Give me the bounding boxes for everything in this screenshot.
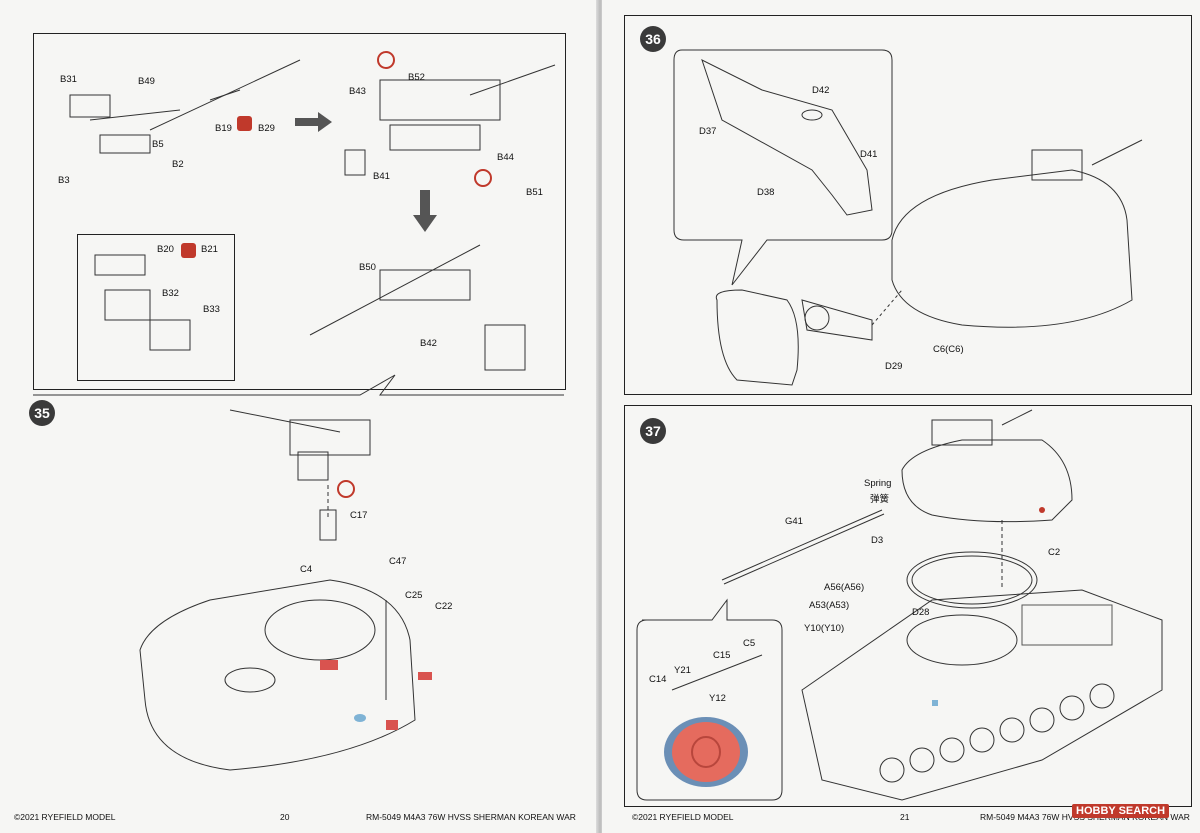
- part-label-y12: Y12: [709, 693, 726, 704]
- part-label-b29: B29: [258, 123, 275, 134]
- part-label-b41: B41: [373, 171, 390, 182]
- part-label-b21: B21: [201, 244, 218, 255]
- step-number-37: 37: [640, 418, 666, 444]
- step-37-frame: [624, 405, 1192, 807]
- part-label-c47: C47: [389, 556, 407, 567]
- part-label-b44: B44: [497, 152, 514, 163]
- part-label-b2: B2: [172, 159, 184, 170]
- part-label-spring-cn: 弹簧: [870, 494, 890, 505]
- part-label-b3: B3: [58, 175, 70, 186]
- right-page: 36 37 D42 D37 D38 D41 C6(C6) D29 Spring …: [602, 0, 1200, 833]
- part-label-d38: D38: [757, 187, 775, 198]
- part-label-b49: B49: [138, 76, 155, 87]
- detail-inset-frame: [77, 234, 235, 381]
- part-label-c4: C4: [300, 564, 313, 575]
- part-label-b52: B52: [408, 72, 425, 83]
- part-label-a53: A53(A53): [809, 600, 850, 611]
- part-label-d3: D3: [871, 535, 884, 546]
- part-label-b19: B19: [215, 123, 232, 134]
- part-label-c17: C17: [350, 510, 368, 521]
- part-label-b42: B42: [420, 338, 437, 349]
- footer-page-number: 21: [900, 812, 910, 822]
- footer-copyright: ©2021 RYEFIELD MODEL: [632, 812, 734, 822]
- part-label-b20: B20: [157, 244, 174, 255]
- footer-copyright: ©2021 RYEFIELD MODEL: [14, 812, 116, 822]
- part-label-c5: C5: [743, 638, 756, 649]
- step-number-35: 35: [29, 400, 55, 426]
- step-36-frame: [624, 15, 1192, 395]
- part-label-b51: B51: [526, 187, 543, 198]
- part-label-d29: D29: [885, 361, 903, 372]
- right-page-drawings: [636, 49, 1163, 801]
- subassembly-frame: [33, 33, 566, 390]
- part-label-c6: C6(C6): [933, 344, 964, 355]
- footer-product: RM-5049 M4A3 76W HVSS SHERMAN KOREAN WAR: [366, 812, 576, 822]
- page-gutter: [596, 0, 604, 833]
- part-label-b32: B32: [162, 288, 179, 299]
- part-label-b31: B31: [60, 74, 77, 85]
- part-label-c25: C25: [405, 590, 423, 601]
- part-label-d42: D42: [812, 85, 830, 96]
- left-page-drawings: [33, 51, 564, 771]
- part-label-y21: Y21: [674, 665, 691, 676]
- part-label-c2: C2: [1048, 547, 1061, 558]
- footer-page-number: 20: [280, 812, 290, 822]
- part-label-d41: D41: [860, 149, 878, 160]
- part-label-b33: B33: [203, 304, 220, 315]
- part-label-spring: Spring: [864, 478, 892, 489]
- hobby-search-watermark: HOBBY SEARCH: [1072, 804, 1170, 818]
- part-label-y10: Y10(Y10): [804, 623, 845, 634]
- part-label-b43: B43: [349, 86, 366, 97]
- step-number-36: 36: [640, 26, 666, 52]
- part-label-c14: C14: [649, 674, 667, 685]
- part-label-c22: C22: [435, 601, 453, 612]
- part-label-d37: D37: [699, 126, 717, 137]
- part-label-b50: B50: [359, 262, 376, 273]
- left-page: 35 B31 B49 B19 B29 B5 B2 B3 B43 B52 B44 …: [0, 0, 598, 833]
- part-label-g41: G41: [785, 516, 803, 527]
- part-label-c15: C15: [713, 650, 731, 661]
- part-label-b5: B5: [152, 139, 164, 150]
- part-label-a56: A56(A56): [824, 582, 865, 593]
- part-label-d28: D28: [912, 607, 930, 618]
